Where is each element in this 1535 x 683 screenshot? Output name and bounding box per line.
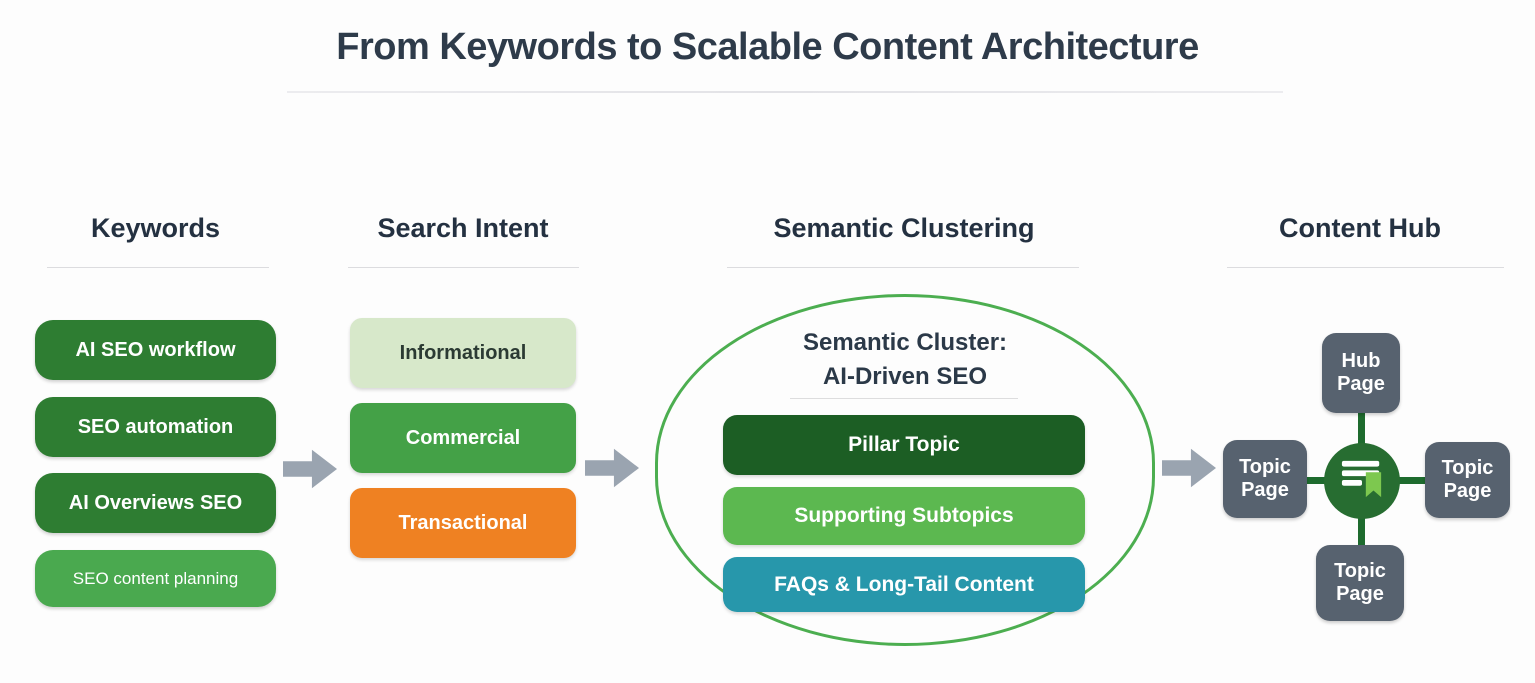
hub-node-topic-page-bottom: Topic Page	[1316, 545, 1404, 621]
header-underline	[348, 267, 579, 268]
hub-center-circle	[1324, 443, 1400, 519]
document-bookmark-icon	[1339, 457, 1385, 506]
column-header-keywords: Keywords	[90, 213, 221, 243]
cluster-title-underline	[790, 398, 1018, 399]
cluster-title-line1: Semantic Cluster:	[802, 329, 1008, 356]
cluster-title-line2: AI-Driven SEO	[822, 363, 988, 390]
flow-arrow-icon	[283, 447, 337, 491]
semantic-cluster-outline	[655, 294, 1155, 646]
flow-arrow-icon	[1162, 446, 1216, 490]
cluster-bar-supporting-subtopics: Supporting Subtopics	[723, 487, 1085, 545]
cluster-title: Semantic Cluster: AI-Driven SEO	[655, 326, 1155, 394]
keyword-pill: SEO content planning	[35, 550, 276, 607]
header-underline	[47, 267, 269, 268]
cluster-bar-pillar-topic: Pillar Topic	[723, 415, 1085, 475]
keyword-pill: AI Overviews SEO	[35, 473, 276, 533]
intent-box-commercial: Commercial	[350, 403, 576, 473]
cluster-bar-faqs-longtail: FAQs & Long-Tail Content	[723, 557, 1085, 612]
column-header-content-hub: Content Hub	[1279, 213, 1441, 243]
column-header-semantic-clustering: Semantic Clustering	[773, 213, 1035, 243]
keyword-pill: SEO automation	[35, 397, 276, 457]
keyword-pill: AI SEO workflow	[35, 320, 276, 380]
header-underline	[1227, 267, 1504, 268]
intent-box-informational: Informational	[350, 318, 576, 388]
hub-node-hub-page: Hub Page	[1322, 333, 1400, 413]
intent-box-transactional: Transactional	[350, 488, 576, 558]
flow-arrow-icon	[585, 446, 639, 490]
column-header-search-intent: Search Intent	[377, 213, 549, 243]
title-divider	[287, 91, 1283, 93]
header-underline	[727, 267, 1079, 268]
page-title: From Keywords to Scalable Content Archit…	[336, 26, 1199, 68]
hub-node-topic-page-right: Topic Page	[1425, 442, 1510, 518]
hub-node-topic-page-left: Topic Page	[1223, 440, 1307, 518]
